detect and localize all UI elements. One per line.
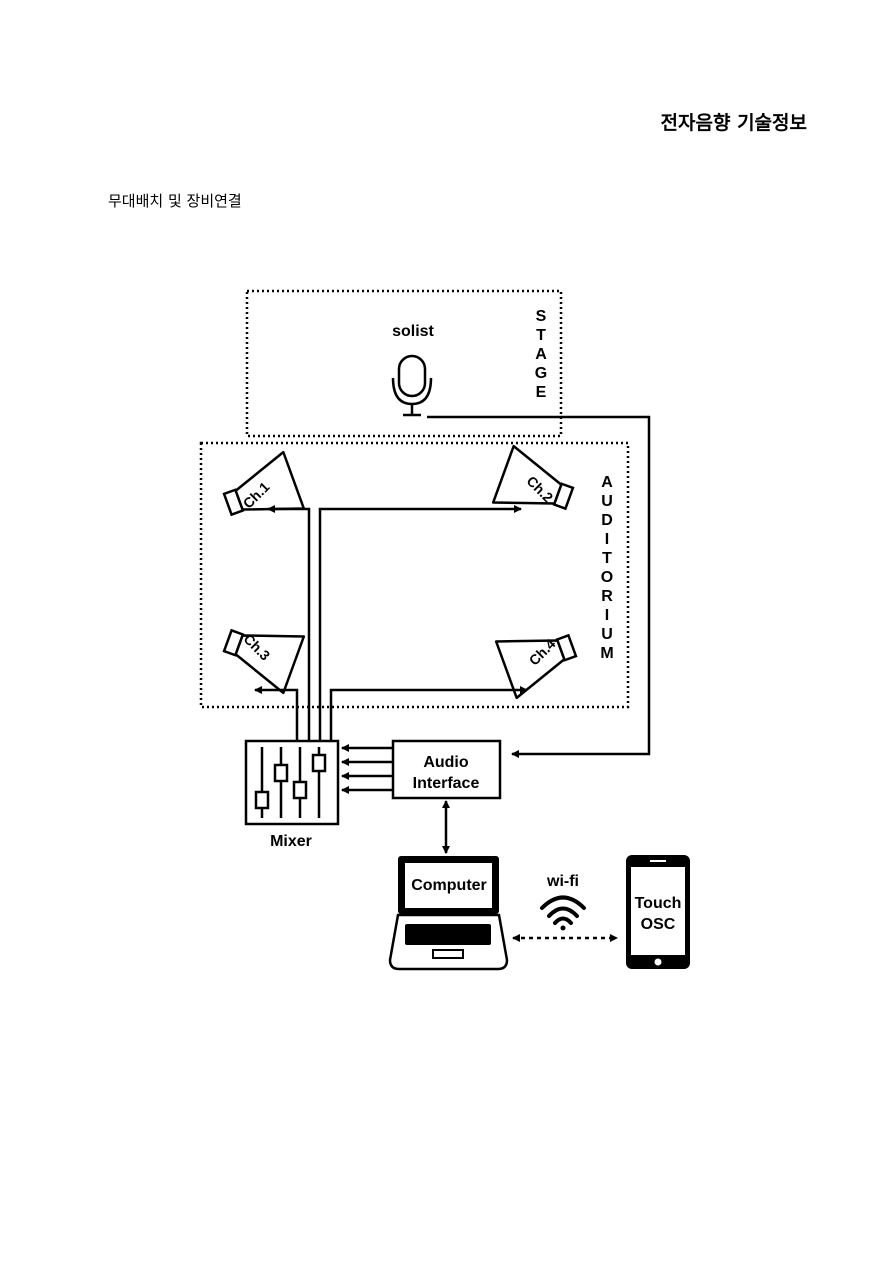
mic-label: solist bbox=[392, 323, 434, 340]
phone-label-line2: OSC bbox=[641, 916, 676, 933]
mixer-label: Mixer bbox=[270, 833, 312, 850]
document-header-title: 전자음향 기술정보 bbox=[660, 112, 807, 134]
audio-interface-label-line2: Interface bbox=[413, 775, 480, 792]
section-title: 무대배치 및 장비연결 bbox=[108, 192, 242, 210]
audio-interface-label-line1: Audio bbox=[423, 754, 469, 771]
wifi-icon bbox=[540, 895, 586, 931]
laptop-icon bbox=[388, 856, 509, 971]
computer-label: Computer bbox=[411, 877, 487, 894]
mixer-icon bbox=[244, 739, 340, 826]
phone-label-line1: Touch bbox=[635, 895, 682, 912]
mic-cable bbox=[427, 415, 651, 758]
speaker-ch2-icon bbox=[491, 444, 575, 511]
audio-interface-box bbox=[391, 739, 502, 800]
speaker-ch4-icon bbox=[494, 633, 578, 700]
microphone-icon bbox=[391, 354, 433, 417]
smartphone-icon bbox=[626, 855, 690, 969]
stage-area bbox=[245, 289, 563, 438]
auditorium-area bbox=[199, 441, 630, 709]
speaker-cables bbox=[254, 505, 528, 740]
wifi-label: wi-fi bbox=[546, 873, 579, 890]
speaker-ch3-icon bbox=[222, 628, 306, 695]
interface-to-mixer-cables bbox=[341, 744, 392, 794]
